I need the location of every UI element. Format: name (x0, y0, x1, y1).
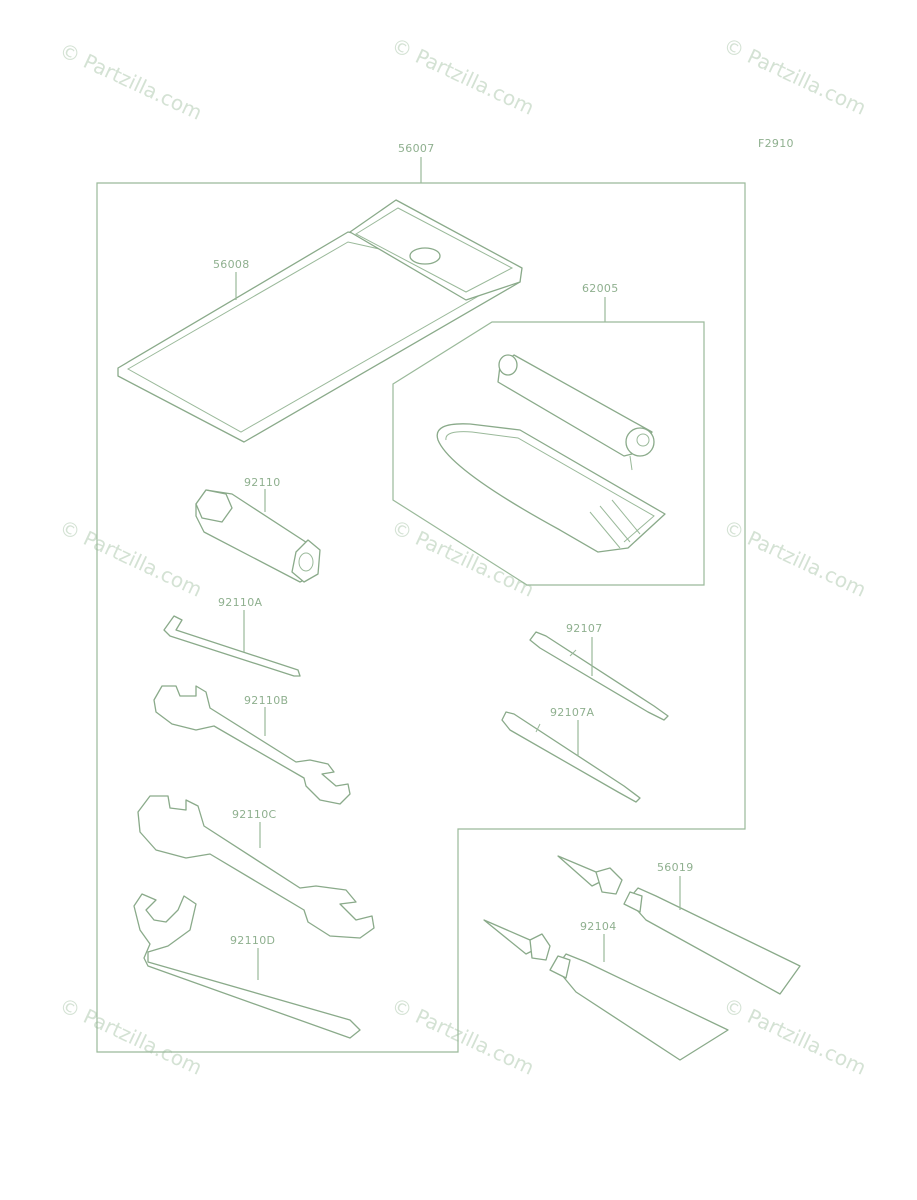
part-number-hex-wrench[interactable]: 92110A (218, 596, 262, 609)
open-wrench-b-drawing (153, 685, 351, 805)
hex-wrench-drawing (163, 615, 301, 677)
part-number-grease-tube[interactable]: 56019 (657, 861, 694, 874)
tool-bag-drawing (117, 199, 523, 443)
watermark: © Partzilla.com (56, 515, 206, 602)
figure-code: F2910 (758, 137, 794, 150)
watermark: © Partzilla.com (56, 38, 206, 125)
screwdriver-drawing (529, 631, 669, 721)
part-number-open-wrench-c[interactable]: 92110C (232, 808, 276, 821)
screwdriver-a-drawing (501, 711, 641, 803)
watermark: © Partzilla.com (388, 993, 538, 1080)
watermark: © Partzilla.com (720, 33, 870, 120)
part-number-pump-kit[interactable]: 62005 (582, 282, 619, 295)
part-number-screwdriver[interactable]: 92107 (566, 622, 603, 635)
watermark: © Partzilla.com (388, 515, 538, 602)
watermark: © Partzilla.com (720, 993, 870, 1080)
plug-wrench-drawing (195, 489, 321, 583)
grease-tube-drawing (557, 855, 801, 995)
watermark: © Partzilla.com (720, 515, 870, 602)
watermark: © Partzilla.com (56, 993, 206, 1080)
part-number-screwdriver-a[interactable]: 92107A (550, 706, 594, 719)
part-number-plug-wrench[interactable]: 92110 (244, 476, 281, 489)
part-number-tool-bag[interactable]: 56008 (213, 258, 250, 271)
part-number-tool-kit[interactable]: 56007 (398, 142, 435, 155)
part-number-hook-wrench[interactable]: 92110D (230, 934, 275, 947)
watermark: © Partzilla.com (388, 33, 538, 120)
bond-tube-drawing (483, 919, 729, 1061)
pump-kit-outline (392, 321, 705, 586)
open-wrench-c-drawing (137, 795, 375, 939)
part-number-bond-tube[interactable]: 92104 (580, 920, 617, 933)
part-number-open-wrench-b[interactable]: 92110B (244, 694, 288, 707)
hook-wrench-drawing (133, 893, 361, 1039)
tool-kit-outline (96, 182, 746, 1053)
pump-drawing (436, 354, 666, 553)
